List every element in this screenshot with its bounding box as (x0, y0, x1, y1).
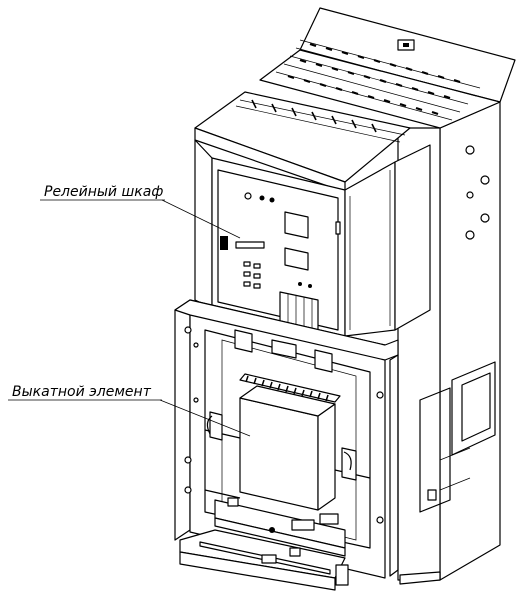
ramp-trolley (179, 529, 441, 591)
side-wall-holes (465, 145, 490, 240)
callout-labels: Релейный шкаф Выкатной элемент (8, 184, 165, 401)
withdrawable-element-label: Выкатной элемент (12, 384, 152, 400)
relay-cabinet-label: Релейный шкаф (44, 184, 163, 200)
roof-vents (275, 39, 481, 121)
withdrawable-element-leader (159, 399, 251, 437)
relay-cabinet (194, 91, 431, 337)
leader-lines (159, 199, 251, 437)
relay-cabinet-leader (161, 199, 241, 239)
withdrawable-element (214, 373, 346, 557)
